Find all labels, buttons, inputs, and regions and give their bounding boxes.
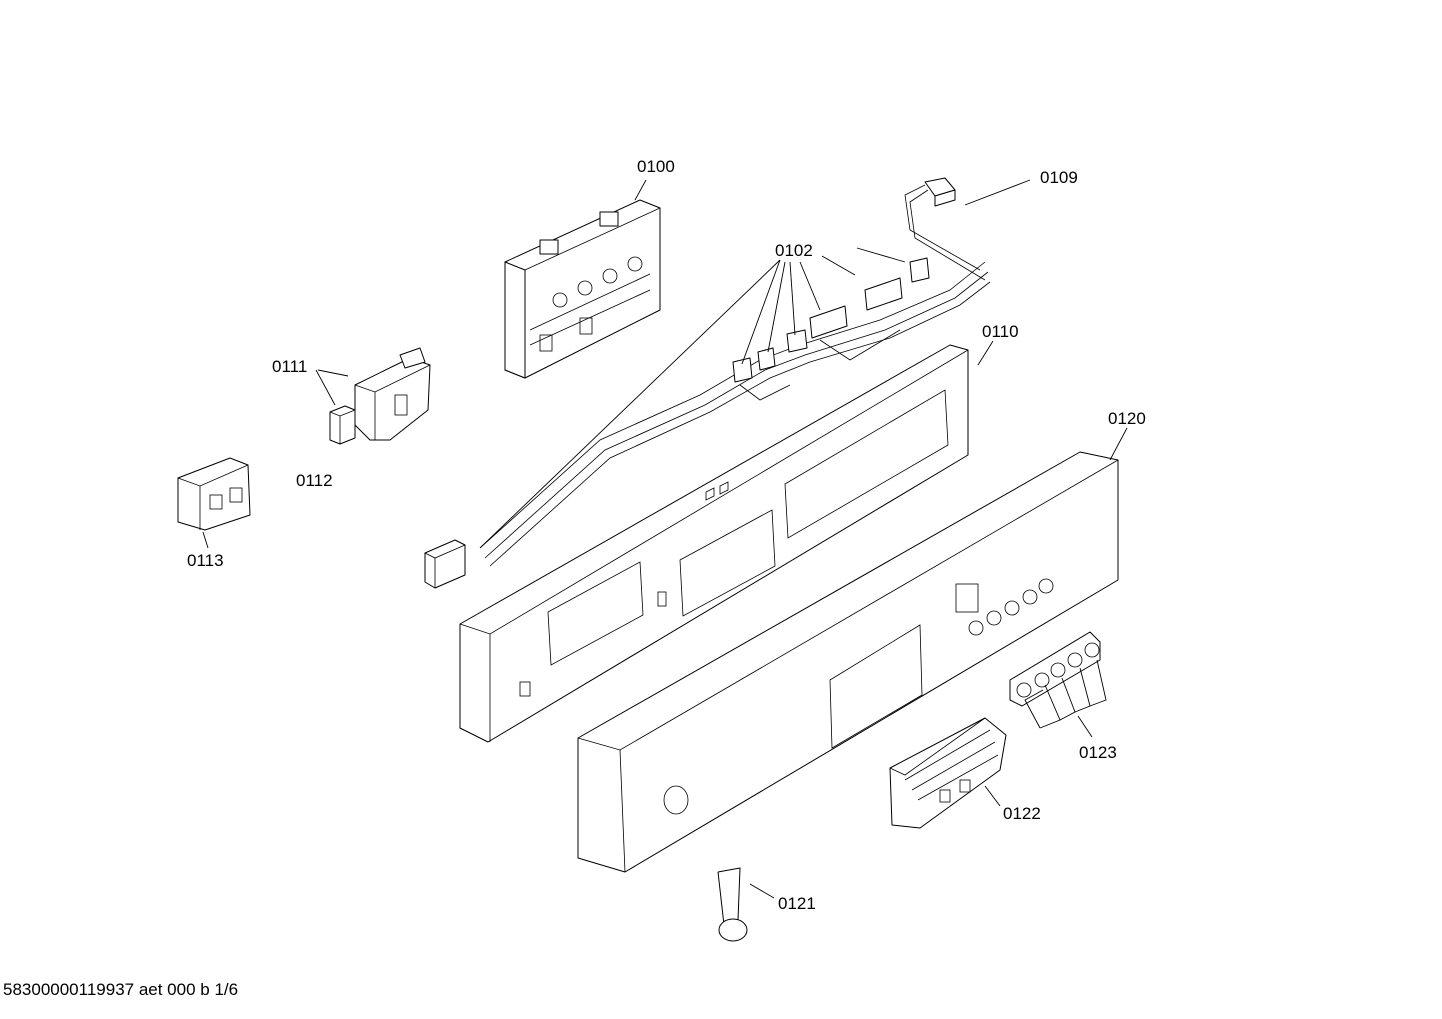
part-0102-cable-harness[interactable] [424, 257, 991, 589]
part-0111-switch[interactable] [354, 347, 431, 441]
label-0120: 0120 [1108, 409, 1146, 428]
part-0113-terminal-block[interactable] [177, 457, 251, 531]
label-0102: 0102 [775, 241, 813, 260]
leader-lines [202, 179, 1128, 899]
part-0123-push-buttons[interactable] [1009, 631, 1101, 707]
part-0100-control-module[interactable] [504, 199, 661, 379]
part-0112-relay[interactable] [329, 405, 356, 445]
part-0110-inner-panel-frame[interactable] [459, 344, 969, 743]
label-0110: 0110 [982, 322, 1019, 341]
label-0112: 0112 [296, 471, 333, 490]
part-0109-connector[interactable] [904, 177, 986, 281]
label-0123: 0123 [1079, 743, 1117, 762]
part-0122-button-insert[interactable] [889, 717, 1007, 829]
label-0111: 0111 [272, 357, 307, 376]
part-0121-knob[interactable] [717, 867, 748, 942]
label-0113: 0113 [187, 551, 224, 570]
document-reference-footer: 58300000119937 aet 000 b 1/6 [3, 980, 239, 999]
part-labels: 0100 0102 0109 0110 0111 0112 0113 0120 … [187, 157, 1146, 913]
label-0121: 0121 [778, 894, 816, 913]
part-0120-front-fascia[interactable] [577, 451, 1119, 873]
label-0100: 0100 [637, 157, 675, 176]
label-0109: 0109 [1040, 168, 1078, 187]
label-0122: 0122 [1003, 804, 1041, 823]
